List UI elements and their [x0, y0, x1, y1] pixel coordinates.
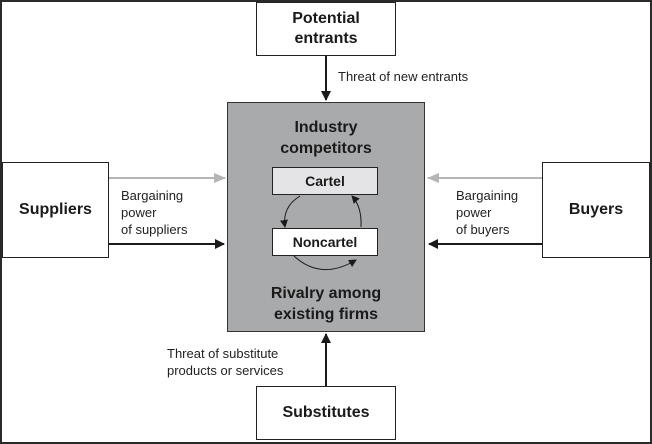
- substitutes-box: Substitutes: [256, 386, 396, 440]
- cartel-to-noncartel-arrow: [280, 195, 301, 228]
- noncartel-loop-arrow: [293, 255, 357, 271]
- industry-competitors-box: Industry competitors Cartel Noncartel Ri…: [227, 102, 425, 332]
- threat-substitutes-label: Threat of substitute products or service…: [167, 346, 284, 378]
- noncartel-to-cartel-arrow: [351, 195, 362, 228]
- suppliers-box: Suppliers: [2, 162, 109, 258]
- potential-entrants-box: Potential entrants: [256, 2, 396, 56]
- threat-new-entrants-label: Threat of new entrants: [338, 69, 469, 84]
- cartel-box: Cartel: [272, 167, 378, 195]
- buyer-power-label: Bargaining power of buyers: [456, 188, 519, 237]
- buyers-box: Buyers: [542, 162, 650, 258]
- supplier-power-label: Bargaining power of suppliers: [121, 188, 188, 237]
- rivalry-title: Rivalry among existing firms: [270, 285, 382, 323]
- cartel-cycle-arrows: [280, 195, 362, 271]
- noncartel-box: Noncartel: [272, 228, 378, 256]
- industry-competitors-title: Industry competitors: [280, 119, 372, 157]
